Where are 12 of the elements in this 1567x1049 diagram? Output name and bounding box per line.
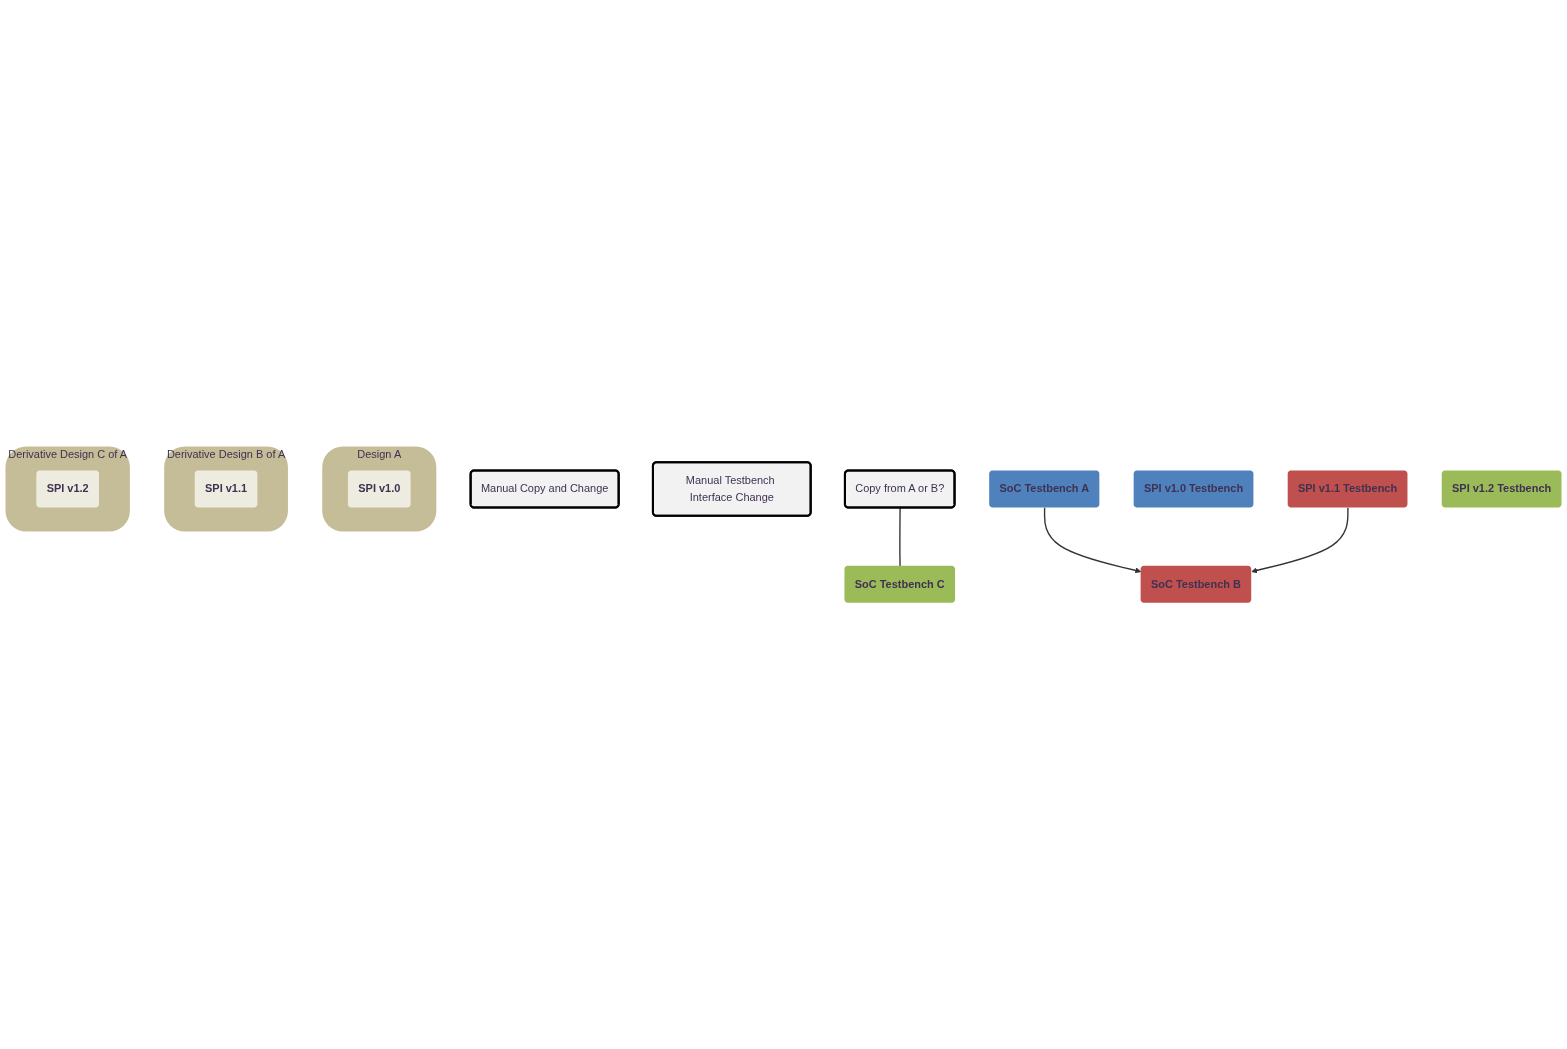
arrow — [1043, 507, 1142, 574]
node-box: SPI v1.2 Testbench — [1441, 470, 1562, 508]
node-box: SPI v1.1 Testbench — [1287, 470, 1408, 508]
node-box: SPI v1.2 — [36, 470, 99, 508]
node-box: SoC Testbench A — [989, 470, 1100, 508]
node-box: SoC Testbench B — [1140, 565, 1252, 603]
connector — [899, 507, 901, 567]
arrow — [1251, 507, 1349, 574]
node-box: SPI v1.0 Testbench — [1133, 470, 1254, 508]
node-box: SPI v1.1 — [194, 470, 258, 508]
node-box: SPI v1.0 — [347, 470, 411, 508]
node-box: SoC Testbench C — [844, 565, 956, 603]
